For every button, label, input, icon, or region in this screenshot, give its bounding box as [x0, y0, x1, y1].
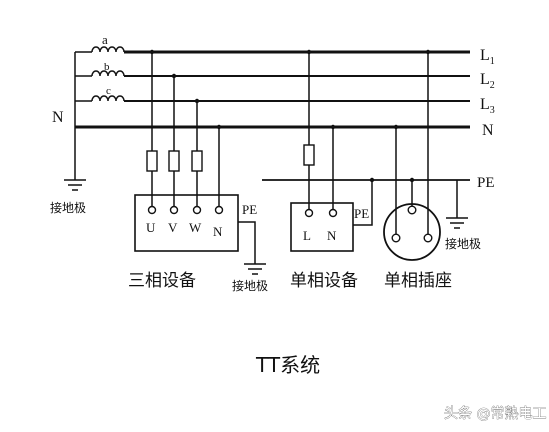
coil-label-a: a [102, 32, 108, 47]
diagram-title: TT系统 [255, 353, 320, 377]
three-phase-pe-label: PE [242, 202, 257, 217]
terminal-label-L-1ph: L [303, 228, 311, 243]
terminal-label-N-3ph: N [213, 224, 223, 239]
three-phase-ground-label: 接地极 [232, 278, 268, 293]
label-PE-right: PE [477, 175, 495, 191]
single-phase-device-label: 单相设备 [290, 271, 358, 291]
coil-label-c: c [106, 85, 111, 97]
coil-a-icon [91, 46, 125, 53]
terminal-W [192, 205, 202, 215]
terminal-N-1ph [328, 208, 338, 218]
coil-c-icon [91, 95, 125, 102]
socket-hole-left [391, 233, 401, 243]
source-ground-label: 接地极 [50, 200, 86, 215]
three-phase-device-box [134, 194, 239, 252]
label-L3: L3 [480, 96, 495, 116]
pe-ground-label: 接地极 [445, 236, 481, 251]
socket-hole-earth [407, 205, 417, 215]
label-N-left: N [52, 109, 64, 126]
single-phase-pe-wire [353, 180, 373, 226]
pe-ground-icon [446, 217, 468, 229]
terminal-label-V: V [168, 220, 178, 235]
fuse-W-icon [191, 150, 203, 172]
label-L1: L1 [480, 47, 495, 67]
terminal-label-N-1ph: N [327, 228, 337, 243]
label-L2: L2 [480, 71, 495, 91]
three-phase-pe-wire [238, 221, 256, 264]
single-phase-device-box [290, 202, 354, 252]
single-phase-pe-label: PE [354, 206, 369, 221]
socket-label: 单相插座 [384, 271, 452, 291]
three-phase-ground-icon [244, 263, 266, 275]
fuse-V-icon [168, 150, 180, 172]
socket-hole-right [423, 233, 433, 243]
terminal-label-U: U [146, 220, 156, 235]
source-ground-icon [64, 179, 86, 191]
fuse-single-phase-icon [303, 144, 315, 166]
terminal-N-3ph [214, 205, 224, 215]
terminal-L-1ph [304, 208, 314, 218]
watermark: 头条 @常熟电工 [444, 405, 546, 422]
label-N-right: N [482, 122, 494, 139]
terminal-V [169, 205, 179, 215]
terminal-label-W: W [189, 220, 202, 235]
coil-label-b: b [104, 61, 110, 73]
fuse-U-icon [146, 150, 158, 172]
three-phase-device-label: 三相设备 [128, 271, 196, 291]
coil-b-icon [91, 70, 125, 77]
terminal-U [147, 205, 157, 215]
